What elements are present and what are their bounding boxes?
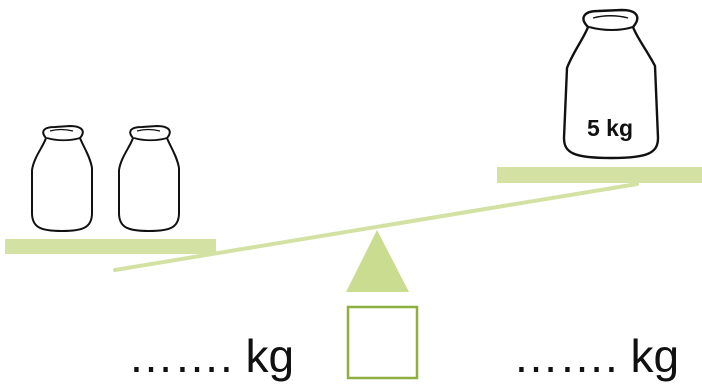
right-answer-blank[interactable]: ……. kg bbox=[513, 328, 679, 384]
known-weight-5kg: 5 kg bbox=[564, 10, 658, 158]
unknown-weight-left-1 bbox=[32, 126, 92, 231]
right-pan bbox=[497, 167, 702, 183]
weight-label-5kg: 5 kg bbox=[587, 115, 633, 141]
unknown-weight-left-2 bbox=[119, 126, 179, 231]
left-answer-blank[interactable]: ……. kg bbox=[128, 328, 294, 384]
fulcrum-triangle bbox=[346, 230, 409, 292]
left-pan bbox=[5, 239, 216, 254]
answer-box[interactable] bbox=[348, 307, 417, 378]
